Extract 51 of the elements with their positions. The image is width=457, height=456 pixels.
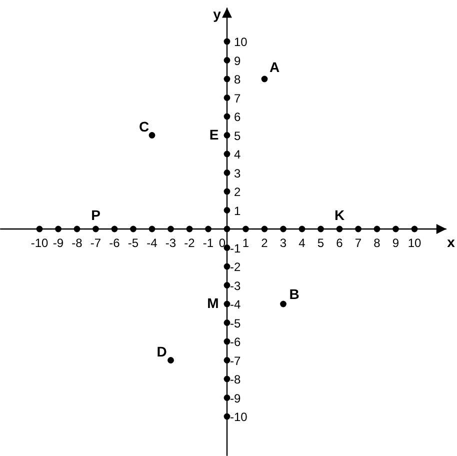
tick-label: -8 (230, 372, 241, 386)
tick-label: -5 (128, 236, 139, 250)
tick-label: 6 (336, 236, 343, 250)
tick-label: 4 (234, 148, 241, 162)
tick-label: 9 (234, 54, 241, 68)
tick-label: -3 (165, 236, 176, 250)
tick-label: 5 (234, 128, 241, 143)
tick-label: 6 (234, 110, 241, 124)
tick-label: -1 (230, 241, 241, 256)
tick-label: -2 (184, 236, 195, 250)
point-label: A (269, 59, 280, 75)
tick-label: -9 (230, 391, 241, 406)
tick-label: -7 (230, 354, 241, 368)
tick-label: -7 (90, 236, 102, 250)
tick-label: -1 (202, 236, 214, 250)
tick-label: 8 (374, 236, 380, 250)
axis-title: x (447, 234, 455, 250)
point-label: E (209, 126, 219, 142)
tick-label: 2 (261, 236, 268, 250)
tick-label: -9 (52, 236, 64, 250)
tick-label: -5 (230, 316, 241, 330)
tick-label: 5 (317, 236, 324, 250)
tick-label: -2 (230, 260, 241, 274)
point-label: P (91, 207, 100, 223)
tick-label: 9 (392, 236, 400, 250)
tick-label: 10 (234, 35, 248, 49)
tick-label: -6 (230, 335, 241, 349)
tick-label: 1 (242, 236, 250, 250)
point-label: M (207, 295, 219, 311)
tick-label: 3 (280, 236, 287, 250)
tick-label: 10 (408, 236, 422, 250)
tick-label: -8 (72, 236, 82, 250)
tick-label: -4 (146, 236, 158, 250)
tick-label: -3 (230, 278, 241, 293)
point-label: C (138, 118, 150, 134)
tick-label: 2 (234, 185, 241, 199)
tick-label: 1 (234, 204, 241, 218)
tick-label: 3 (234, 166, 241, 180)
tick-label: 0 (218, 236, 226, 250)
tick-label: -4 (230, 298, 241, 312)
tick-label: -10 (230, 410, 248, 424)
tick-label: 8 (234, 72, 241, 86)
tick-label: -10 (30, 236, 48, 250)
tick-label: 7 (234, 91, 241, 106)
point-label: D (156, 343, 167, 360)
point-label: K (334, 207, 345, 223)
point-label: B (289, 286, 300, 302)
tick-label: 4 (298, 236, 306, 250)
axis-title: y (213, 6, 221, 22)
tick-label: -6 (109, 236, 120, 250)
tick-label: 7 (354, 236, 362, 250)
